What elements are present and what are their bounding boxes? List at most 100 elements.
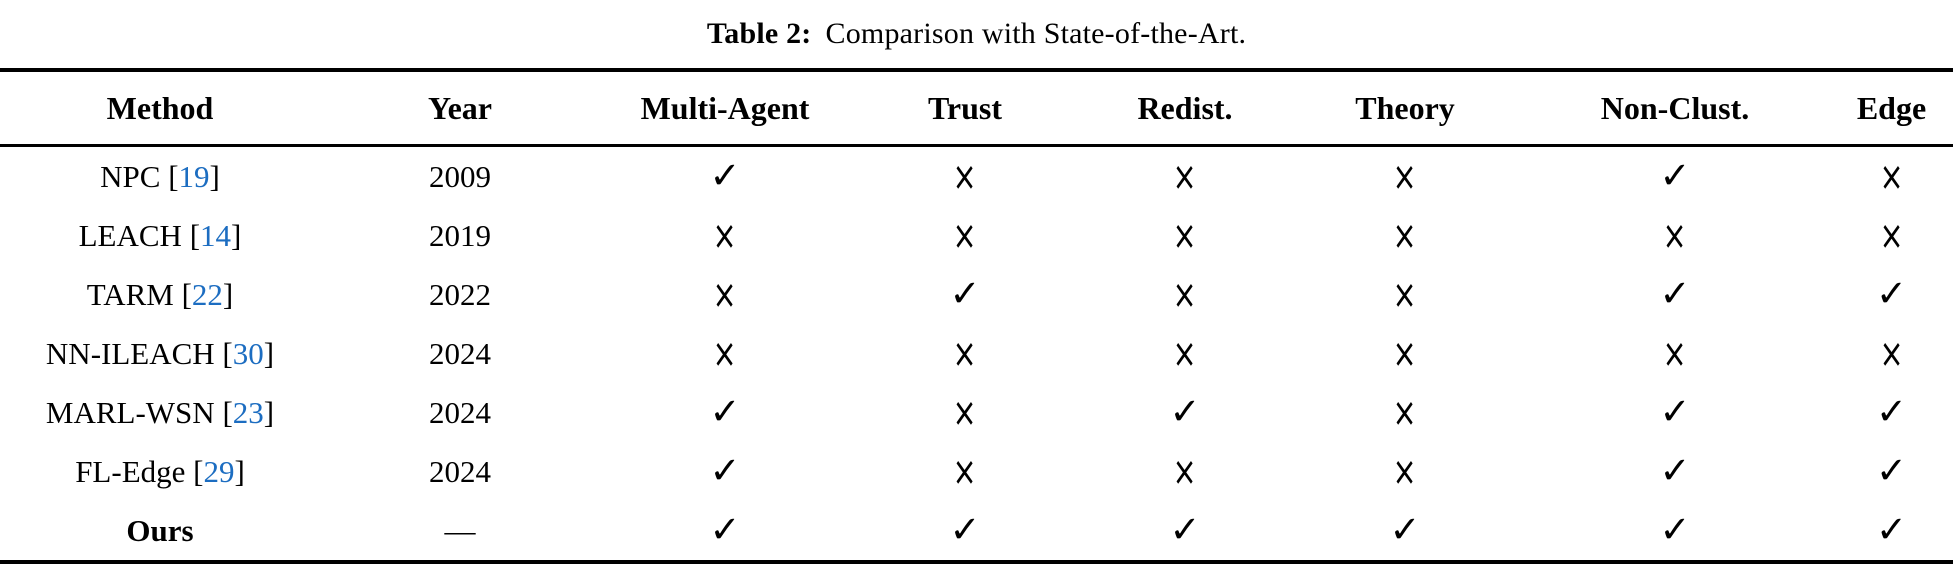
cross-mark-icon: × xyxy=(1393,153,1417,201)
feature-cell: × xyxy=(850,206,1080,265)
citation-link[interactable]: 22 xyxy=(191,276,223,312)
column-header-redist: Redist. xyxy=(1137,89,1233,126)
feature-cell: × xyxy=(1080,324,1290,383)
feature-cell: × xyxy=(1290,265,1520,324)
feature-cell: × xyxy=(1290,442,1520,501)
column-header-theory: Theory xyxy=(1355,89,1455,126)
year-cell: 2024 xyxy=(429,453,491,489)
cross-mark-icon: × xyxy=(953,330,977,378)
cross-mark-icon: × xyxy=(1663,212,1687,260)
cross-mark-icon: × xyxy=(1393,212,1417,260)
citation-link[interactable]: 29 xyxy=(203,453,235,489)
table-body: NPC [19]2009✓×××✓×LEACH [14]2019××××××TA… xyxy=(0,146,1953,563)
caption-label: Table 2: xyxy=(706,17,812,50)
cross-mark-icon: × xyxy=(1879,330,1904,378)
feature-cell: ✓ xyxy=(600,501,850,562)
check-mark-icon: ✓ xyxy=(709,449,741,492)
check-mark-icon: ✓ xyxy=(1659,272,1691,315)
cross-mark-icon: × xyxy=(1393,330,1417,378)
check-mark-icon: ✓ xyxy=(949,272,981,315)
citation-link[interactable]: 30 xyxy=(232,335,264,371)
cross-mark-icon: × xyxy=(1393,271,1417,319)
feature-cell: ✓ xyxy=(850,265,1080,324)
year-cell: 2019 xyxy=(429,217,491,253)
feature-cell: × xyxy=(1080,265,1290,324)
cross-mark-icon: × xyxy=(953,448,977,496)
feature-cell: ✓ xyxy=(600,146,850,207)
table-row: TARM [22] 2022 × ✓ × × ✓ ✓ xyxy=(0,265,1953,324)
feature-cell: × xyxy=(1290,206,1520,265)
cross-mark-icon: × xyxy=(1173,271,1197,319)
year-cell: — xyxy=(444,512,476,548)
method-cell: TARM [22] xyxy=(86,276,234,312)
method-cell: FL-Edge [29] xyxy=(75,453,245,489)
feature-cell: × xyxy=(850,324,1080,383)
feature-cell: ✓ xyxy=(1830,383,1953,442)
citation-link[interactable]: 23 xyxy=(232,394,264,430)
check-mark-icon: ✓ xyxy=(1169,508,1201,551)
feature-cell: × xyxy=(1830,206,1953,265)
table-row: FL-Edge [29] 2024 ✓ × × × ✓ ✓ xyxy=(0,442,1953,501)
check-mark-icon: ✓ xyxy=(709,508,741,551)
table-row: Ours—✓✓✓✓✓✓ xyxy=(0,501,1953,562)
check-mark-icon: ✓ xyxy=(1659,154,1691,197)
table-caption: Table 2: Comparison with State-of-the-Ar… xyxy=(0,0,1953,68)
check-mark-icon: ✓ xyxy=(1875,390,1907,433)
cross-mark-icon: × xyxy=(1879,212,1904,260)
feature-cell: ✓ xyxy=(1520,442,1830,501)
feature-cell: × xyxy=(600,206,850,265)
feature-cell: × xyxy=(1080,146,1290,207)
cross-mark-icon: × xyxy=(953,212,977,260)
feature-cell: ✓ xyxy=(600,442,850,501)
feature-cell: × xyxy=(1080,206,1290,265)
citation-link[interactable]: 14 xyxy=(200,217,232,253)
feature-cell: ✓ xyxy=(1520,146,1830,207)
column-header-multi-agent: Multi-Agent xyxy=(640,89,810,126)
method-cell: NN-ILEACH [30] xyxy=(45,335,275,371)
citation-link[interactable]: 19 xyxy=(178,158,210,194)
feature-cell: × xyxy=(850,146,1080,207)
feature-cell: ✓ xyxy=(1520,501,1830,562)
method-cell: MARL-WSN [23] xyxy=(45,394,275,430)
check-mark-icon: ✓ xyxy=(1169,390,1201,433)
feature-cell: ✓ xyxy=(1080,501,1290,562)
feature-cell: ✓ xyxy=(1080,383,1290,442)
table-row: LEACH [14] 2019 × × × × × × xyxy=(0,206,1953,265)
feature-cell: ✓ xyxy=(1830,265,1953,324)
check-mark-icon: ✓ xyxy=(1659,508,1691,551)
feature-cell: ✓ xyxy=(850,501,1080,562)
feature-cell: × xyxy=(850,442,1080,501)
feature-cell: ✓ xyxy=(1290,501,1520,562)
cross-mark-icon: × xyxy=(713,271,737,319)
check-mark-icon: ✓ xyxy=(1389,508,1421,551)
year-cell: 2022 xyxy=(429,276,491,312)
feature-cell: × xyxy=(1080,442,1290,501)
check-mark-icon: ✓ xyxy=(949,508,981,551)
cross-mark-icon: × xyxy=(953,389,977,437)
feature-cell: × xyxy=(600,265,850,324)
cross-mark-icon: × xyxy=(1393,448,1417,496)
table-row: NPC [19]2009✓×××✓× xyxy=(0,146,1953,207)
check-mark-icon: ✓ xyxy=(709,390,741,433)
feature-cell: × xyxy=(1290,146,1520,207)
column-header-year: Year xyxy=(428,89,492,126)
feature-cell: × xyxy=(600,324,850,383)
feature-cell: × xyxy=(1520,324,1830,383)
feature-cell: × xyxy=(1290,383,1520,442)
method-cell: LEACH [14] xyxy=(78,217,242,253)
check-mark-icon: ✓ xyxy=(1875,449,1907,492)
feature-cell: ✓ xyxy=(1520,383,1830,442)
cross-mark-icon: × xyxy=(953,153,977,201)
cross-mark-icon: × xyxy=(1173,153,1197,201)
column-header-non-clust: Non-Clust. xyxy=(1600,89,1750,126)
feature-cell: ✓ xyxy=(1520,265,1830,324)
cross-mark-icon: × xyxy=(713,330,737,378)
feature-cell: × xyxy=(1520,206,1830,265)
feature-cell: × xyxy=(850,383,1080,442)
check-mark-icon: ✓ xyxy=(1875,508,1907,551)
feature-cell: ✓ xyxy=(1830,501,1953,562)
column-header-trust: Trust xyxy=(927,89,1003,126)
cross-mark-icon: × xyxy=(1173,330,1197,378)
